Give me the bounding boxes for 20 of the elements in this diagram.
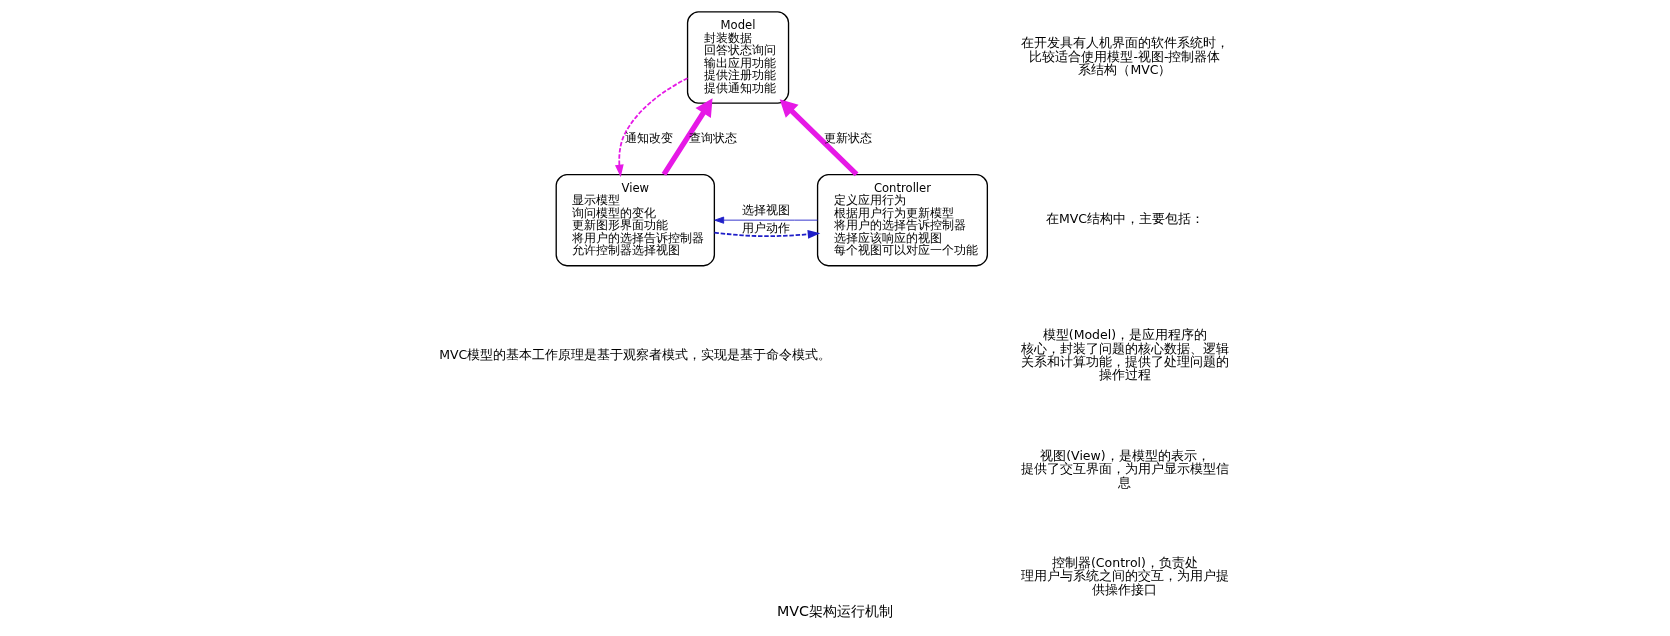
edge-label: 选择视图 [741,203,790,218]
label: 视图(View)，是模型的表示，提供了交互界面，为用户显示模型信息 [1020,447,1229,490]
edge-label: 通知改变 [624,130,673,145]
arrow [614,77,689,178]
label: MVC模型的基本工作原理是基于观察者模式，实现是基于命令模式。 [439,347,832,363]
label: 在开发具有人机界面的软件系统时，比较适合使用模型-视图-控制器体系结构（MVC） [1020,35,1229,78]
edge-label: 更新状态 [823,130,872,145]
arrow [714,216,818,224]
label: 在MVC结构中，主要包括： [1045,211,1204,227]
arrow [779,99,859,177]
caption: MVC架构运行机制 [776,602,894,619]
arrow [661,98,713,176]
node-box: Model 封装数据 回答状态询问 输出应用功能 提供注册功能 提供通知功能 [686,11,790,104]
arrow [713,229,821,239]
edge-label: 查询状态 [689,130,738,145]
node-box: View 显示模型 询问模型的变化 更新图形界面功能 将用户的选择告诉控制器 允许控制器选择视图 [555,173,716,267]
label: 控制器(Control)，负责处理用户与系统之间的交互，为用户提供操作接口 [1020,555,1229,597]
label: 模型(Model)，是应用程序的核心，封装了问题的核心数据、逻辑关系和计算功能，提供了处理问题的操作过程 [1020,327,1229,383]
node-box: Controller 定义应用行为 根据用户行为更新模型 将用户的选择告诉控制器 选择应该响应的视图 每个视图可以对应一个功能 [816,173,988,267]
edge-label: 用户动作 [741,221,790,236]
